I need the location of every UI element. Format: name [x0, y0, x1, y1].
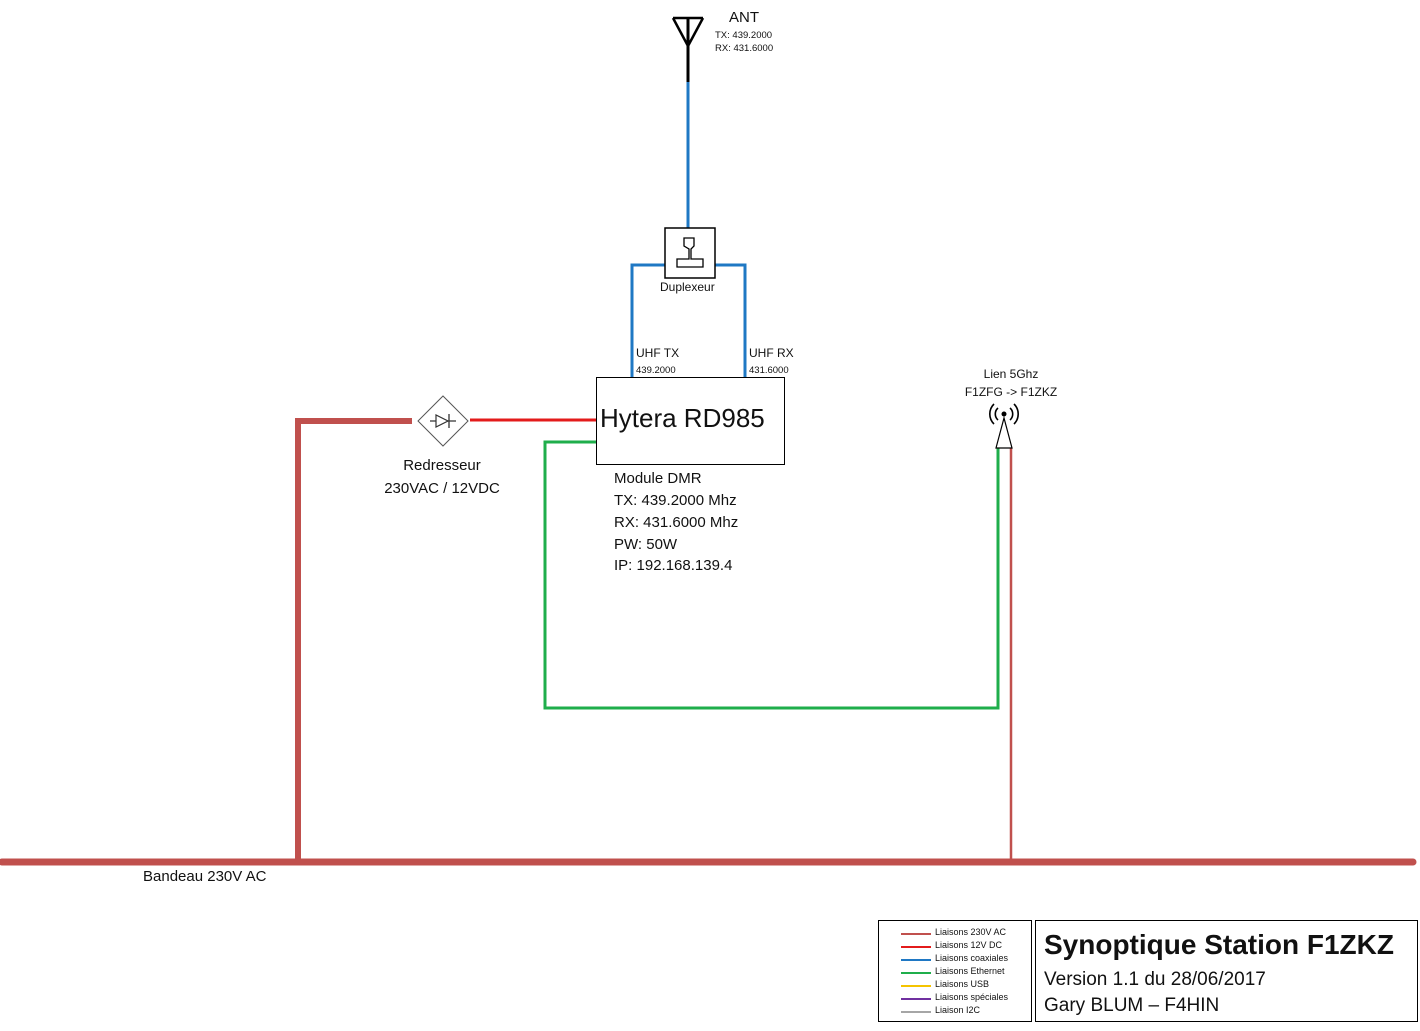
legend-item: Liaison I2C	[879, 1005, 1031, 1018]
radio-box	[596, 377, 785, 465]
title-block-title: Synoptique Station F1ZKZ	[1044, 929, 1394, 960]
duplexer-icon	[664, 227, 716, 279]
radio-name: Hytera RD985	[600, 403, 765, 433]
legend-swatch	[901, 959, 931, 961]
legend-swatch	[901, 998, 931, 1000]
ac-feed-rectifier	[295, 418, 412, 862]
link-label: Lien 5Ghz	[983, 367, 1039, 381]
legend-item: Liaisons 230V AC	[879, 927, 1031, 940]
ethernet-radio-link	[543, 440, 1000, 710]
legend-swatch	[901, 972, 931, 974]
port-tx-label: UHF TX	[636, 346, 680, 360]
legend-label: Liaisons Ethernet	[935, 966, 1005, 976]
antenna-label: ANT	[729, 9, 759, 26]
antenna-tx: TX: 439.2000	[715, 30, 773, 41]
legend-swatch	[901, 933, 931, 935]
radio-detail-power: PW: 50W	[614, 536, 678, 553]
antenna-rx: RX: 431.6000	[715, 43, 774, 54]
antenna-icon	[671, 16, 705, 82]
legend-label: Liaisons spéciales	[935, 992, 1009, 1002]
legend-label: Liaison I2C	[935, 1005, 981, 1015]
duplexer-label: Duplexeur	[660, 280, 715, 294]
legend: Liaisons 230V AC Liaisons 12V DC Liaison…	[878, 920, 1032, 1022]
legend-swatch	[901, 946, 931, 948]
radio-detail-rx: RX: 431.6000 Mhz	[614, 514, 739, 531]
legend-swatch	[901, 985, 931, 987]
rectifier-icon	[417, 395, 469, 447]
legend-label: Liaisons coaxiales	[935, 953, 1009, 963]
title-block: Synoptique Station F1ZKZ Version 1.1 du …	[1035, 920, 1418, 1022]
port-rx-label: UHF RX	[749, 346, 794, 360]
title-block-author: Gary BLUM – F4HIN	[1044, 995, 1220, 1016]
coax-duplexer-tx	[630, 263, 665, 377]
legend-label: Liaisons 230V AC	[935, 927, 1007, 937]
port-rx-freq: 431.6000	[749, 365, 789, 376]
legend-item: Liaisons 12V DC	[879, 940, 1031, 953]
radio-detail-tx: TX: 439.2000 Mhz	[614, 492, 737, 509]
wireless-link-icon	[989, 403, 1019, 449]
link-route: F1ZFG -> F1ZKZ	[964, 385, 1058, 399]
radio-detail-ip: IP: 192.168.139.4	[614, 557, 733, 574]
radio-detail-module: Module DMR	[614, 470, 702, 487]
legend-item: Liaisons spéciales	[879, 992, 1031, 1005]
rectifier-spec: 230VAC / 12VDC	[384, 480, 500, 497]
coax-duplexer-rx	[715, 263, 747, 377]
legend-item: Liaisons USB	[879, 979, 1031, 992]
legend-item: Liaisons coaxiales	[879, 953, 1031, 966]
legend-swatch	[901, 1011, 931, 1013]
rectifier-label: Redresseur	[403, 457, 481, 474]
legend-item: Liaisons Ethernet	[879, 966, 1031, 979]
port-tx-freq: 439.2000	[636, 365, 676, 376]
legend-label: Liaisons USB	[935, 979, 990, 989]
power-strip-label: Bandeau 230V AC	[143, 868, 267, 885]
title-block-version: Version 1.1 du 28/06/2017	[1044, 969, 1266, 990]
legend-label: Liaisons 12V DC	[935, 940, 1003, 950]
